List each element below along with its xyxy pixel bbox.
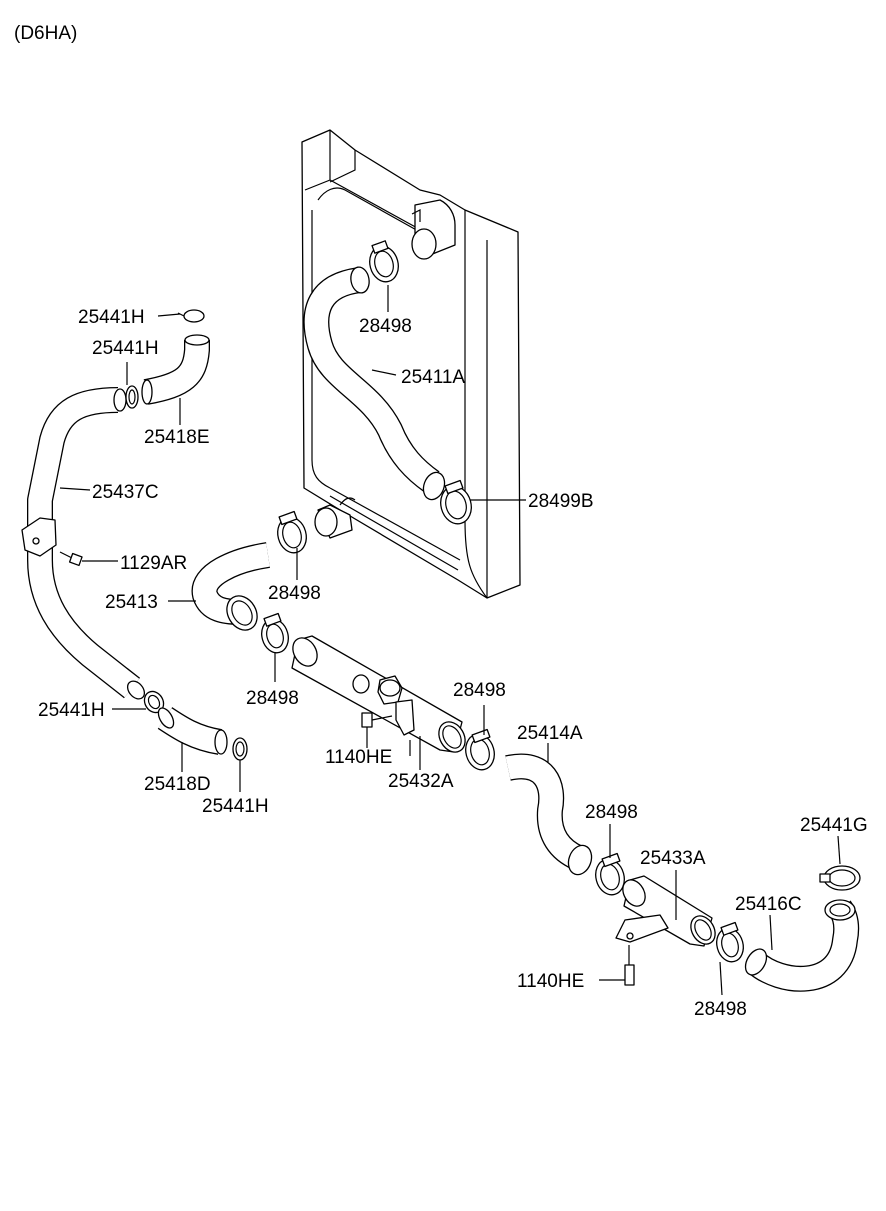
label-28498-d: 28498 [453, 680, 506, 701]
label-25441H-a: 25441H [78, 307, 145, 328]
hose-25418E [141, 334, 210, 405]
label-25433A: 25433A [640, 848, 706, 869]
clamp-25441H-second [125, 385, 139, 409]
clamp-25441G [819, 865, 861, 891]
label-28498-e: 28498 [585, 802, 638, 823]
clamp-28498-right [595, 852, 625, 896]
label-25441H-c: 25441H [38, 700, 105, 721]
label-1140HE-b: 1140HE [517, 971, 584, 992]
label-25441H-d: 25441H [202, 796, 269, 817]
clamp-28498-bottom [716, 921, 744, 963]
label-25413: 25413 [105, 592, 158, 613]
pipe-25432A [291, 635, 466, 756]
bolt-1140HE-low [624, 945, 635, 986]
label-28498-a: 28498 [359, 316, 412, 337]
label-25437C: 25437C [92, 482, 159, 503]
label-28498-b: 28498 [268, 583, 321, 604]
leader-lines [59, 285, 841, 996]
pipe-25433A [615, 875, 716, 947]
tube-25437C [21, 387, 146, 700]
label-1129AR: 1129AR [120, 553, 187, 574]
label-28498-f: 28498 [694, 999, 747, 1020]
label-25441H-b: 25441H [92, 338, 159, 359]
hose-25416C [744, 899, 860, 992]
bolt-1140HE-mid [361, 712, 393, 745]
label-25441G: 25441G [800, 815, 868, 836]
bolt-1129AR [59, 551, 83, 567]
label-1140HE-a: 1140HE [325, 747, 392, 768]
label-28499B: 28499B [528, 491, 594, 512]
clamp-28498-pipe-end [465, 728, 495, 771]
clamp-28498-mid-left [261, 612, 289, 654]
label-25418E: 25418E [144, 427, 210, 448]
hose-25414A [505, 753, 593, 876]
hose-25418D [157, 707, 228, 755]
clamp-28498-top [369, 240, 399, 283]
label-28498-c: 28498 [246, 688, 299, 709]
label-25411A: 25411A [401, 367, 465, 388]
clamp-25441H-third [143, 690, 165, 714]
label-25432A: 25432A [388, 771, 454, 792]
clamp-25441H-top [177, 309, 205, 323]
radiator [301, 129, 521, 599]
label-25418D: 25418D [144, 774, 211, 795]
label-25416C: 25416C [735, 894, 802, 915]
engine-code-label: (D6HA) [14, 23, 77, 44]
hose-25411A [303, 266, 446, 501]
clamp-25441H-fourth [232, 737, 248, 761]
clamp-28498-radiator-lower [277, 510, 307, 554]
clamp-28499B [440, 479, 472, 525]
label-25414A: 25414A [517, 723, 583, 744]
hose-25413 [191, 542, 271, 631]
